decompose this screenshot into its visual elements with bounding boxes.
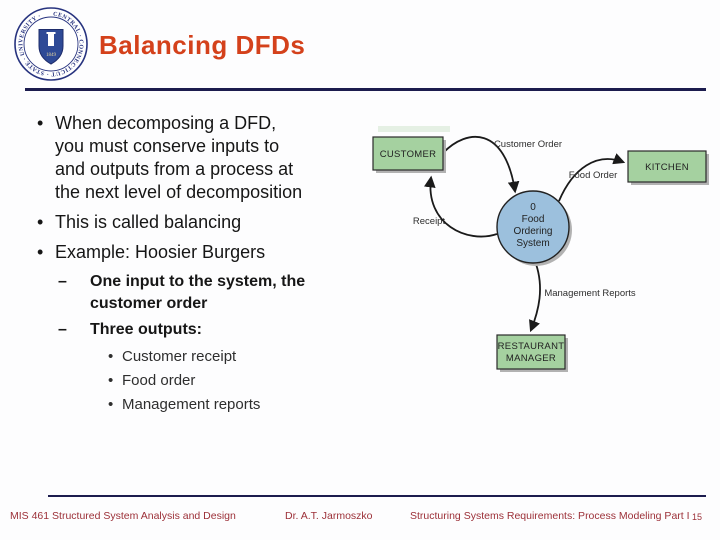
page-title: Balancing DFDs <box>99 30 306 60</box>
list-item: • Customer receipt <box>20 345 356 369</box>
flow-customer-order <box>442 136 520 194</box>
entity-label-line1: RESTAURANT <box>498 341 565 352</box>
university-seal-logo: CENTRAL · CONNECTICUT · STATE · UNIVERSI… <box>14 7 88 81</box>
bullet-dot-icon: • <box>37 113 44 133</box>
process-name-line2: Ordering <box>514 226 553 237</box>
entity-kitchen: KITCHEN <box>627 150 709 185</box>
entity-customer: CUSTOMER <box>372 136 446 173</box>
bullet-dot-icon: • <box>108 396 114 413</box>
bullet-list: • When decomposing a DFD, you must conse… <box>20 112 356 417</box>
footer-page-number: 15 <box>692 512 703 522</box>
bullet-text: Customer receipt <box>122 348 237 365</box>
entity-box <box>627 150 707 183</box>
bullet-text: Three outputs: <box>90 321 202 338</box>
entity-restaurant-manager: RESTAURANT MANAGER <box>496 334 568 372</box>
bullet-dot-icon: • <box>108 372 114 389</box>
flow-label-customer-order: Customer Order <box>494 139 562 150</box>
list-item: – One input to the system, the customer … <box>20 271 356 315</box>
entity-label: KITCHEN <box>645 162 689 173</box>
bullet-dash-icon: – <box>58 273 67 290</box>
bullet-dot-icon: • <box>37 212 44 232</box>
process-food-ordering-system: 0 Food Ordering System <box>496 190 572 266</box>
flow-label-receipt: Receipt <box>413 216 446 227</box>
seal-shield <box>38 29 64 65</box>
header-divider <box>25 88 706 91</box>
flow-label-food-order: Food Order <box>569 170 618 181</box>
list-item: • Example: Hoosier Burgers <box>20 241 356 264</box>
bullet-dot-icon: • <box>37 242 44 262</box>
bullet-text: One input to the system, the customer or… <box>90 273 306 312</box>
list-item: – Three outputs: <box>20 319 356 341</box>
bullet-text: This is called balancing <box>55 212 242 232</box>
seal-tower-top <box>46 32 56 34</box>
seal-tower-icon <box>48 33 54 46</box>
entity-box <box>496 334 566 370</box>
bullet-text: Management reports <box>122 396 261 413</box>
flow-label-management-reports: Management Reports <box>544 288 636 299</box>
list-item: • Management reports <box>20 393 356 417</box>
process-name-line1: Food <box>522 214 545 225</box>
bullet-text: Example: Hoosier Burgers <box>55 242 266 262</box>
flow-food-order <box>558 153 626 202</box>
bullet-text: When decomposing a DFD, you must conserv… <box>55 113 303 202</box>
seal-year: 1849 <box>46 53 57 58</box>
process-circle <box>496 190 570 264</box>
list-item: • Food order <box>20 369 356 393</box>
footer-course: MIS 461 Structured System Analysis and D… <box>10 510 236 522</box>
footer-divider <box>48 495 706 497</box>
flow-receipt <box>423 175 498 238</box>
footer-section: Structuring Systems Requirements: Proces… <box>410 510 690 522</box>
process-name-line3: System <box>516 238 549 249</box>
entity-box <box>372 136 444 171</box>
process-number: 0 <box>530 202 536 213</box>
artifact-strip <box>378 126 450 132</box>
bullet-dot-icon: • <box>108 348 114 365</box>
list-item: • This is called balancing <box>20 211 356 234</box>
entity-label: CUSTOMER <box>380 149 437 160</box>
list-item: • When decomposing a DFD, you must conse… <box>20 112 356 204</box>
bullet-dash-icon: – <box>58 321 67 338</box>
bullet-text: Food order <box>122 372 196 389</box>
flow-management-reports <box>529 263 541 333</box>
footer-author: Dr. A.T. Jarmoszko <box>285 510 373 522</box>
entity-label-line2: MANAGER <box>506 353 556 364</box>
dfd-diagram: CUSTOMER KITCHEN RESTAURANT MANAGER 0 Fo… <box>372 126 709 372</box>
